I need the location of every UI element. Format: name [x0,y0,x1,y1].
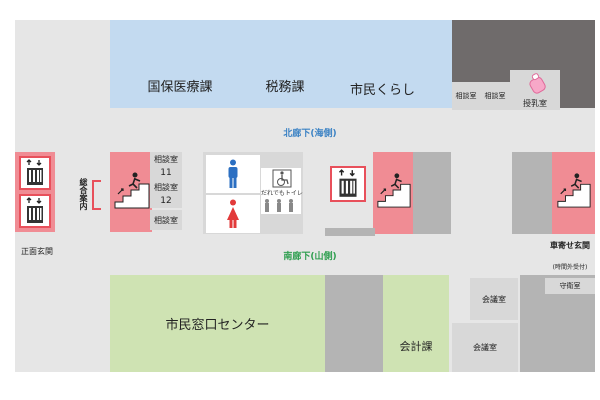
guide-desk-bracket [92,180,101,210]
south-corridor [15,235,595,275]
elevator-icon [19,156,51,190]
room-consult-plain: 相談室 [150,210,182,230]
room-consult-12-number: 12 [150,194,182,208]
south-left-area [15,275,110,372]
nursing-bottle-icon [528,73,548,95]
female-toilet-icon [206,195,260,233]
guide-desk-label: 総合案内 [79,178,88,210]
corridor-south-label: 南廊下(山側) [283,252,337,262]
east-shaft [512,152,552,234]
room-meeting-1: 会議室 [470,278,518,320]
room-nursing-label: 授乳室 [523,98,547,108]
room-meeting-2: 会議室 [452,323,518,372]
room-consult-11-number: 11 [150,166,182,180]
room-zeimu-label: 税務課 [265,79,305,95]
center-shaft [413,152,451,234]
room-guard: 守衛室 [545,278,595,294]
stair-icon [114,172,150,209]
accessible-toilet: だれでもトイレ [261,168,303,214]
male-toilet-icon [206,155,260,193]
elevator-icon [19,194,51,228]
room-consult-top-1: 相談室 [452,82,480,110]
north-corridor [15,108,595,152]
room-consult-11-label: 相談室 [150,152,182,166]
entrance-car-sub: (時間外受付) [552,264,588,271]
entrance-front: 正面玄関 [21,246,53,256]
room-consult-12-label: 相談室 [150,180,182,194]
center-divider [325,228,375,236]
room-window-center: 市民窓口センター [110,275,325,372]
stair-icon [377,173,411,208]
elevator-icon [330,166,366,202]
room-kokuho-label: 国保医療課 [147,79,213,95]
corridor-north-label: 北廊下(海側) [283,129,337,139]
accessible-toilet-label: だれでもトイレ [261,190,303,197]
room-accounting: 会計課 [383,275,449,372]
stair-icon [557,173,591,208]
south-shaft [325,275,383,372]
room-kurashi-label: 市民くらし [349,82,415,98]
entrance-car-main: 車寄せ玄関 [550,241,590,250]
wheelchair-icon [265,169,293,212]
room-consult-top-2: 相談室 [480,82,510,110]
room-kokuho [110,20,452,108]
